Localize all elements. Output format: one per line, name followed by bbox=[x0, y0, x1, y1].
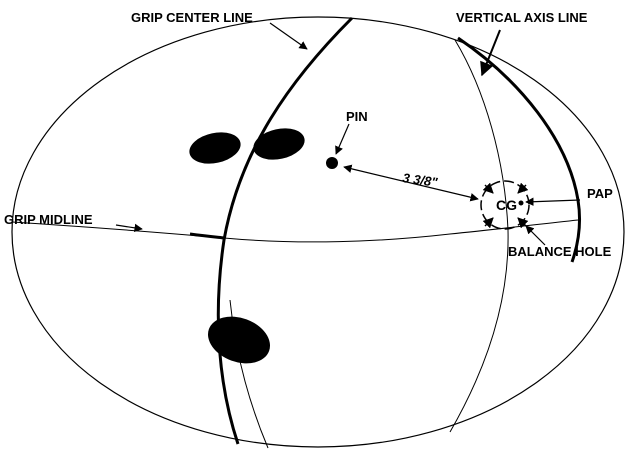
pap-leader bbox=[525, 197, 581, 206]
pin-leader bbox=[335, 123, 350, 155]
ball-right-thick-arc bbox=[457, 36, 582, 263]
balance-hole-tick-se bbox=[517, 217, 529, 229]
balance-hole-leader bbox=[525, 225, 546, 246]
grip-midline-label: GRIP MIDLINE bbox=[4, 212, 93, 227]
grip-midline-thick-segment bbox=[189, 232, 225, 240]
grip-center-line-label: GRIP CENTER LINE bbox=[131, 10, 253, 25]
vertical-axis-line-label: VERTICAL AXIS LINE bbox=[456, 10, 588, 25]
cg-label: CG bbox=[496, 197, 517, 213]
balance-hole-label: BALANCE HOLE bbox=[508, 244, 612, 259]
vertical-axis-line bbox=[449, 39, 509, 433]
finger-hole-right bbox=[253, 128, 305, 160]
pap-label: PAP bbox=[587, 186, 613, 201]
pin-label: PIN bbox=[346, 109, 368, 124]
grip-midline bbox=[11, 219, 579, 243]
grip-center-line-leader bbox=[269, 22, 308, 50]
distance-label: 3 3/8" bbox=[402, 170, 440, 190]
balance-hole-tick-ne bbox=[517, 182, 529, 194]
grip-midline-leader bbox=[115, 223, 143, 233]
ball-outline bbox=[11, 16, 625, 448]
finger-hole-left bbox=[189, 132, 241, 164]
vertical-axis-line-leader bbox=[480, 29, 501, 77]
pap-dot bbox=[518, 200, 524, 206]
balance-hole-tick-sw bbox=[482, 217, 494, 229]
pin-dot bbox=[326, 157, 338, 169]
grip-center-line bbox=[216, 16, 354, 445]
thumb-hole bbox=[208, 316, 270, 364]
pin-to-cg-arrow bbox=[343, 164, 479, 202]
balance-hole-tick-nw bbox=[482, 182, 494, 194]
